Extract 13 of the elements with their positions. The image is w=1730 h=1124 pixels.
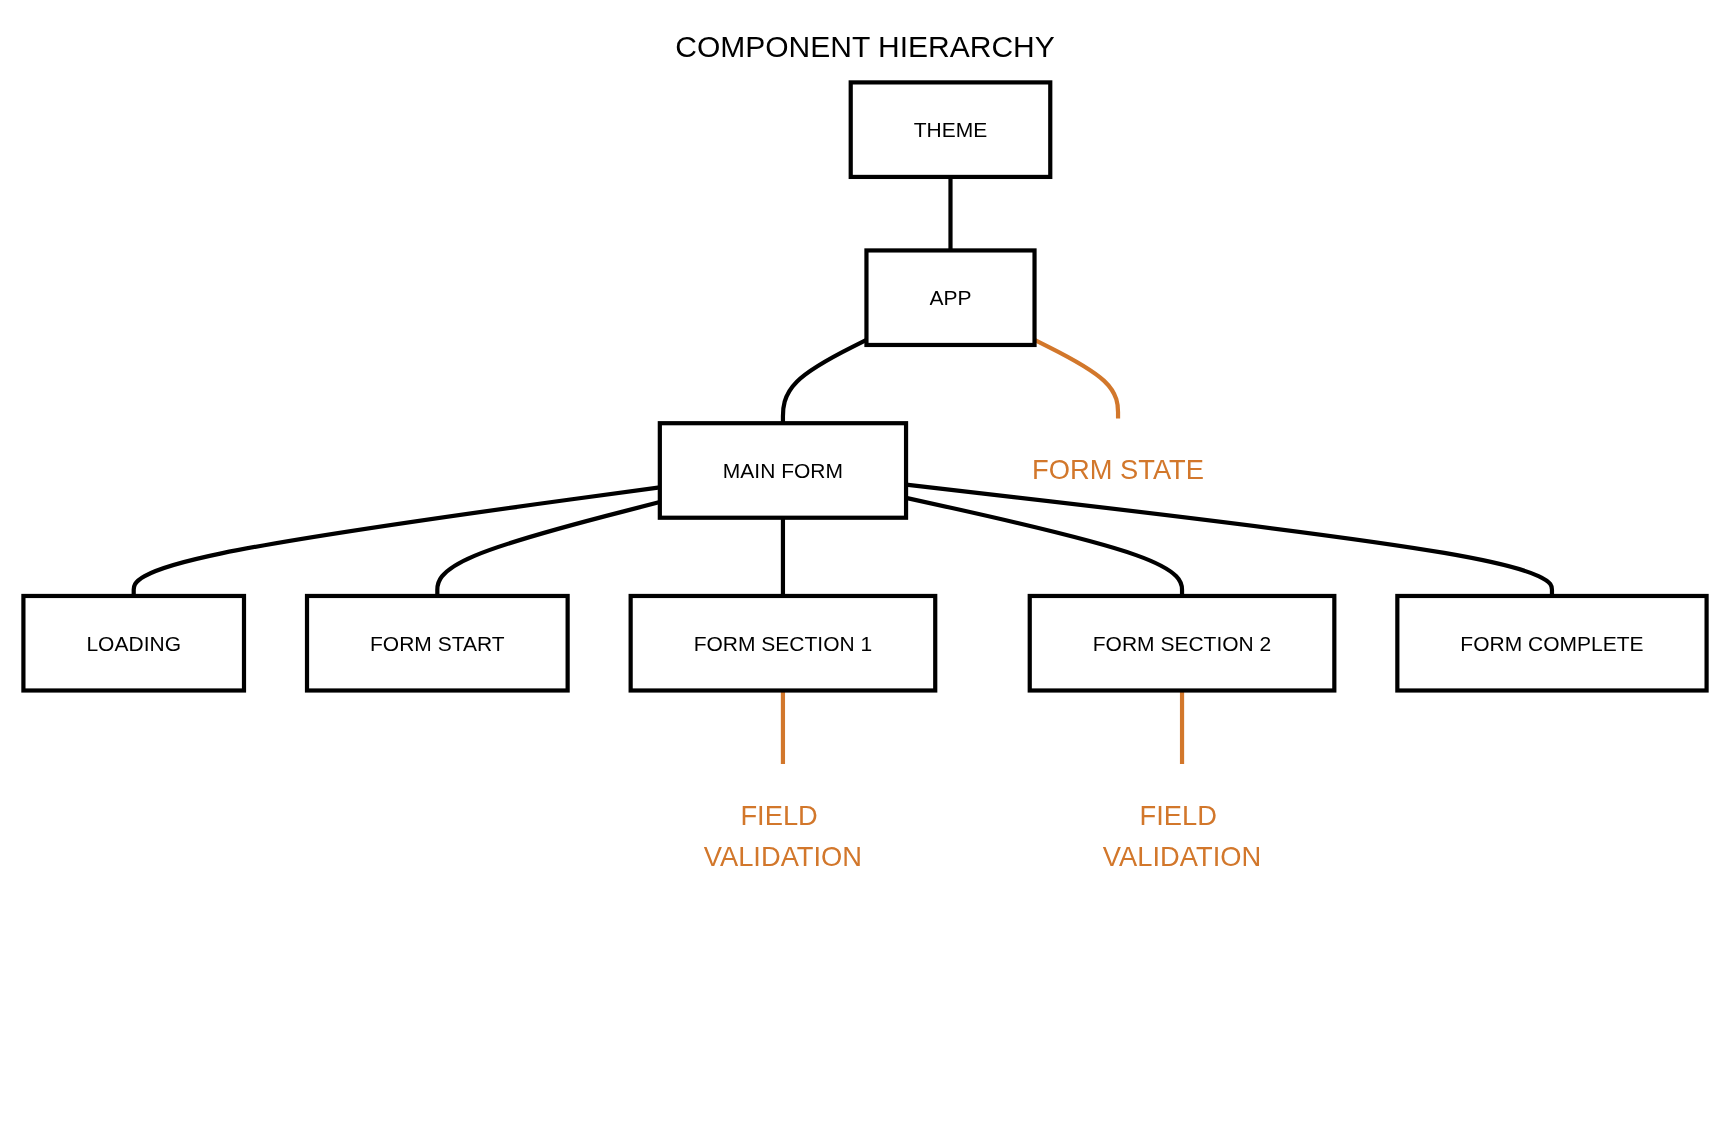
node-box: FORM START [304,593,570,693]
node-box: FORM SECTION 2 [1027,593,1337,693]
node-text: FIELD VALIDATION [703,799,863,873]
connector [780,517,786,596]
node-text: FIELD VALIDATION [1102,799,1262,873]
node-box: THEME [848,80,1053,179]
node-box: FORM SECTION 1 [628,593,938,693]
node-box: MAIN FORM [657,421,909,520]
node-text: FORM STATE [1032,454,1205,486]
node-box: LOADING [21,593,247,693]
diagram-title: COMPONENT HIERARCHY [674,30,1056,64]
node-box: APP [864,248,1037,348]
node-box: FORM COMPLETE [1395,593,1709,693]
